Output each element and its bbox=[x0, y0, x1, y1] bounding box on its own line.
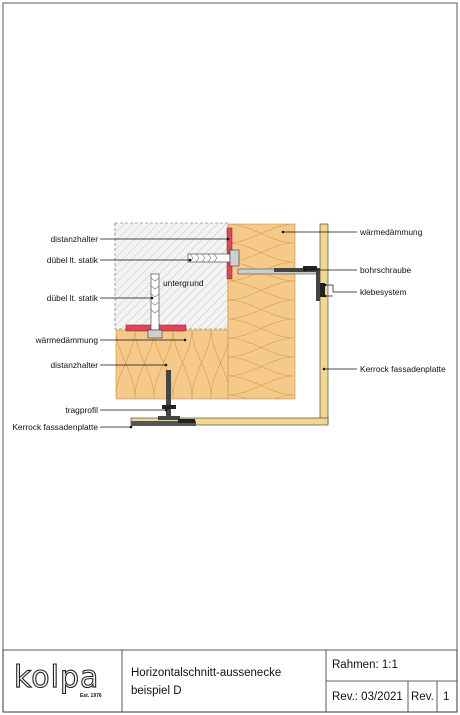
label-bohrschraube: bohrschraube bbox=[360, 265, 412, 275]
drawing-title-line1: Horizontalschnitt-aussenecke bbox=[131, 667, 282, 679]
substrate-wall: untergrund bbox=[114, 222, 229, 330]
leader-lines bbox=[100, 231, 357, 428]
scale-value: Rahmen: 1:1 bbox=[332, 659, 398, 671]
dowels bbox=[147, 249, 240, 339]
label-untergrund: untergrund bbox=[163, 278, 204, 288]
support-profile-right bbox=[237, 266, 325, 301]
label-klebesystem: klebesystem bbox=[360, 287, 407, 297]
label-waermedaemmung-right: wärmedämmung bbox=[359, 227, 423, 237]
label-waermedaemmung-left: wärmedämmung bbox=[35, 335, 99, 345]
kerrock-panel-corner bbox=[130, 223, 329, 426]
label-distanzhalter-top: distanzhalter bbox=[51, 234, 99, 244]
drawing-title: Horizontalschnitt-aussenecke beispiel D bbox=[131, 664, 281, 700]
label-kerrock-right: Kerrock fassadenplatte bbox=[360, 364, 446, 374]
support-profile-bottom bbox=[158, 370, 195, 423]
label-duebel-top: dübel lt. statik bbox=[47, 255, 99, 265]
label-kerrock-left: Kerrock fassadenplatte bbox=[12, 422, 98, 432]
revision-label: Rev. bbox=[411, 691, 434, 703]
title-block-frame bbox=[2, 649, 458, 713]
logo-wordmark: kolpa bbox=[13, 660, 100, 695]
revision-date: Rev.: 03/2021 bbox=[332, 691, 403, 703]
revision-number: 1 bbox=[443, 691, 450, 703]
logo-est: Est. 1976 bbox=[80, 693, 102, 699]
company-logo: kolpa Est. 1976 bbox=[13, 660, 110, 702]
insulation-bottom bbox=[115, 329, 229, 400]
drawing-title-line2: beispiel D bbox=[131, 685, 182, 697]
label-distanzhalter-bottom: distanzhalter bbox=[51, 360, 99, 370]
label-tragprofil: tragprofil bbox=[65, 405, 98, 415]
label-duebel-mid: dübel lt. statik bbox=[47, 293, 99, 303]
